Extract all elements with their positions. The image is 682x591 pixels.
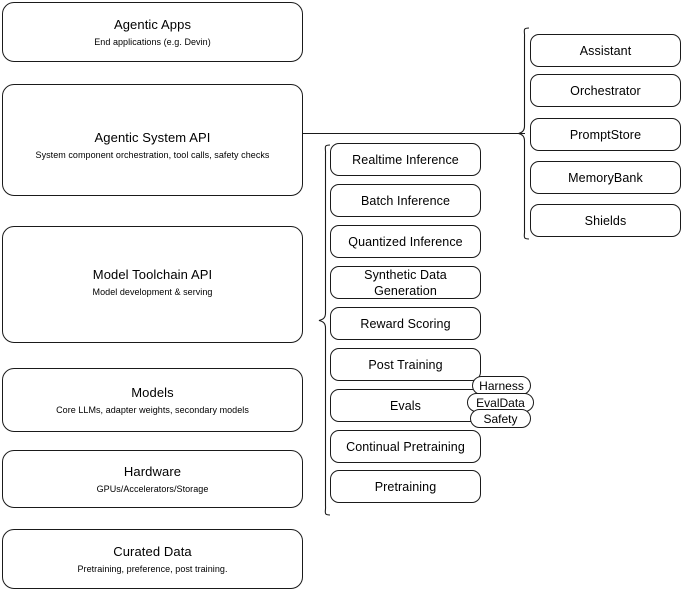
toolchain-item-label: Synthetic Data Generation [364, 267, 447, 298]
toolchain-item-batch-inference[interactable]: Batch Inference [330, 184, 481, 217]
toolchain-item-evals[interactable]: Evals [330, 389, 481, 422]
system-item-label: Shields [584, 213, 627, 228]
toolchain-item-realtime-inference[interactable]: Realtime Inference [330, 143, 481, 176]
layer-models[interactable]: Models Core LLMs, adapter weights, secon… [2, 368, 303, 432]
toolchain-item-label: Batch Inference [360, 193, 451, 208]
layer-hardware[interactable]: Hardware GPUs/Accelerators/Storage [2, 450, 303, 508]
eval-badge-label: Harness [479, 378, 524, 393]
layer-subtitle: End applications (e.g. Devin) [94, 36, 211, 47]
layer-title: Curated Data [113, 543, 192, 559]
toolchain-item-label: Continual Pretraining [346, 439, 465, 454]
toolchain-item-reward-scoring[interactable]: Reward Scoring [330, 307, 481, 340]
system-item-memorybank[interactable]: MemoryBank [530, 161, 681, 194]
toolchain-item-label: Post Training [368, 357, 443, 372]
eval-badge-safety[interactable]: Safety [470, 409, 531, 428]
layer-title: Agentic Apps [113, 16, 192, 32]
layer-title: Model Toolchain API [92, 267, 213, 282]
system-item-label: PromptStore [569, 127, 642, 142]
toolchain-item-post-training[interactable]: Post Training [330, 348, 481, 381]
system-item-promptstore[interactable]: PromptStore [530, 118, 681, 151]
layer-title: Hardware [123, 463, 182, 479]
system-item-shields[interactable]: Shields [530, 204, 681, 237]
system-item-label: MemoryBank [568, 170, 643, 185]
toolchain-item-continual-pretraining[interactable]: Continual Pretraining [330, 430, 481, 463]
system-components-brace [516, 27, 530, 240]
layer-subtitle: Pretraining, preference, post training. [77, 563, 228, 574]
toolchain-item-label: Realtime Inference [352, 152, 459, 167]
layer-subtitle: GPUs/Accelerators/Storage [96, 483, 209, 494]
system-item-orchestrator[interactable]: Orchestrator [530, 74, 681, 107]
eval-badge-label: EvalData [476, 395, 525, 410]
layer-model-toolchain-api[interactable]: Model Toolchain API Model development & … [2, 226, 303, 343]
toolchain-components-brace [318, 144, 331, 516]
toolchain-item-label: Pretraining [374, 479, 437, 494]
layer-subtitle: Model development & serving [92, 287, 213, 297]
layer-title: Agentic System API [94, 129, 211, 145]
toolchain-item-pretraining[interactable]: Pretraining [330, 470, 481, 503]
system-item-label: Assistant [579, 43, 632, 58]
layer-subtitle: System component orchestration, tool cal… [35, 149, 270, 160]
layer-title: Models [131, 384, 174, 400]
layer-agentic-apps[interactable]: Agentic Apps End applications (e.g. Devi… [2, 2, 303, 62]
system-item-assistant[interactable]: Assistant [530, 34, 681, 67]
system-item-label: Orchestrator [570, 83, 641, 98]
toolchain-item-label: Reward Scoring [360, 316, 451, 331]
toolchain-item-quantized-inference[interactable]: Quantized Inference [330, 225, 481, 258]
layer-curated-data[interactable]: Curated Data Pretraining, preference, po… [2, 529, 303, 589]
toolchain-item-synthetic-data-generation[interactable]: Synthetic Data Generation [330, 266, 481, 299]
layer-subtitle: Core LLMs, adapter weights, secondary mo… [56, 404, 249, 415]
eval-badge-label: Safety [483, 411, 518, 426]
toolchain-item-label: Evals [389, 398, 422, 413]
layer-agentic-system-api[interactable]: Agentic System API System component orch… [2, 84, 303, 196]
toolchain-item-label: Quantized Inference [348, 234, 463, 249]
